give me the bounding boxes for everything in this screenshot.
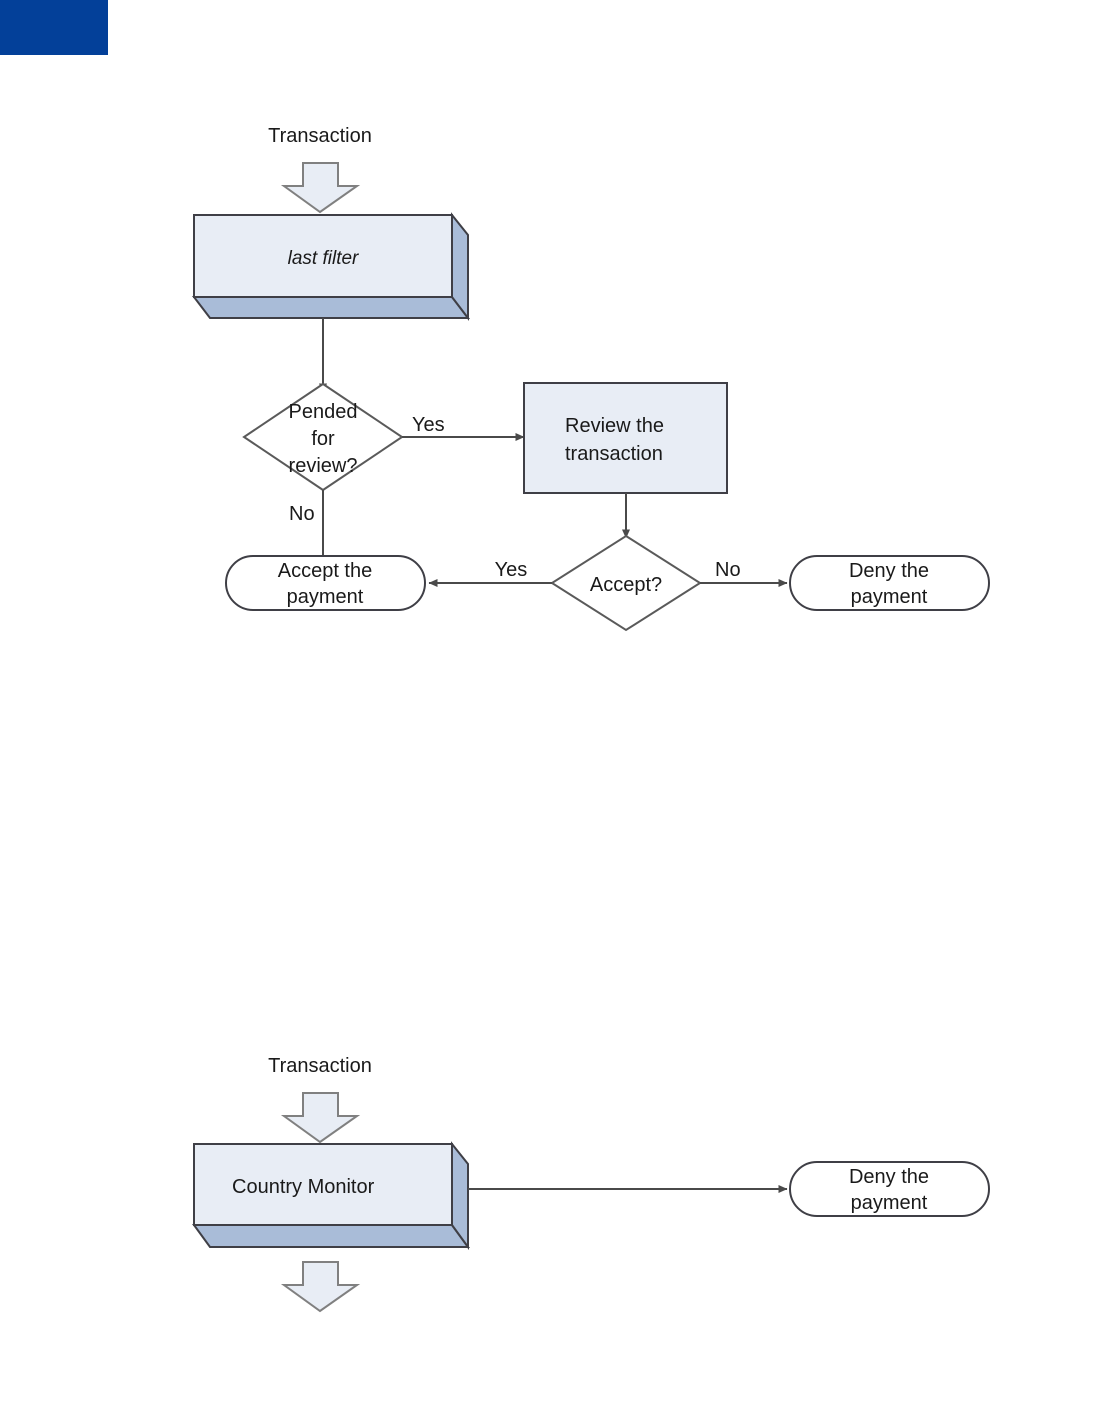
- diagram-country-monitor-flow: Transaction Country Monitor Deny the: [192, 1055, 990, 1313]
- edge-label-pended-no: No: [289, 503, 315, 525]
- decision-pended-line-1: Pended: [289, 401, 358, 423]
- decision-accept: Accept?: [550, 534, 702, 632]
- terminal-accept-line-2: payment: [287, 586, 364, 608]
- input-label-transaction-2: Transaction: [268, 1055, 372, 1077]
- corner-color-block: [0, 0, 108, 55]
- terminal-deny-2-line-2: payment: [851, 1192, 928, 1214]
- terminal-deny-line-1: Deny the: [849, 560, 929, 582]
- process-label-country-monitor: Country Monitor: [232, 1176, 375, 1198]
- decision-accept-label: Accept?: [590, 574, 662, 596]
- block-arrow-down-output-icon: [280, 1261, 361, 1313]
- block-arrow-down-icon: [280, 162, 361, 214]
- terminal-deny-line-2: payment: [851, 586, 928, 608]
- terminal-accept-payment: Accept the payment: [225, 555, 426, 611]
- block-arrow-down-icon-2: [280, 1092, 361, 1144]
- process-review-line-1: Review the: [565, 415, 664, 437]
- edge-label-pended-yes: Yes: [412, 414, 445, 436]
- terminal-accept-line-1: Accept the: [278, 560, 373, 582]
- edge-label-accept-yes: Yes: [495, 559, 528, 581]
- process-review-line-2: transaction: [565, 443, 663, 465]
- process-box-last-filter: last filter: [191, 212, 471, 321]
- diagram-last-filter-flow: Transaction last filter Pended: [191, 125, 990, 632]
- terminal-deny-payment-2: Deny the payment: [789, 1161, 990, 1217]
- process-label-last-filter: last filter: [288, 248, 359, 269]
- decision-pended-for-review: Pended for review?: [242, 382, 404, 492]
- terminal-deny-2-line-1: Deny the: [849, 1166, 929, 1188]
- input-label-transaction: Transaction: [268, 125, 372, 147]
- process-box-country-monitor: Country Monitor: [192, 1141, 470, 1251]
- process-box-review-transaction: Review the transaction: [523, 382, 728, 494]
- edge-label-accept-no: No: [715, 559, 741, 581]
- decision-pended-line-3: review?: [289, 455, 358, 477]
- decision-pended-line-2: for: [311, 428, 335, 450]
- terminal-deny-payment: Deny the payment: [789, 555, 990, 611]
